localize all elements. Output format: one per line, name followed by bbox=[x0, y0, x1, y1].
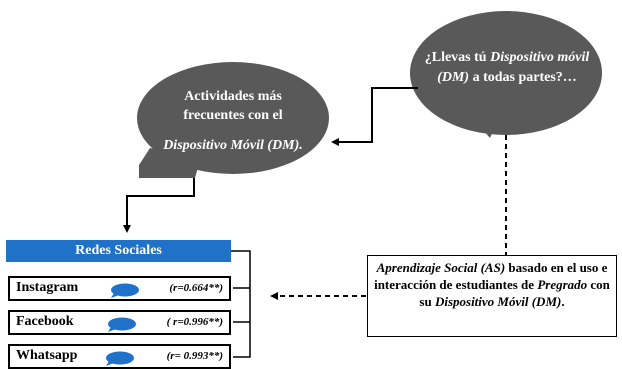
list-item-whatsapp: Whatsapp (r= 0.993**) bbox=[8, 344, 231, 369]
as-box-seg6: . bbox=[561, 294, 565, 309]
left-bubble-line1: Actividades más bbox=[184, 89, 282, 104]
list-item-instagram: Instagram (r=0.664**) bbox=[8, 276, 231, 301]
as-box-seg3: Pregrado bbox=[537, 277, 588, 292]
item-correlation: ( r=0.996**) bbox=[166, 316, 223, 328]
connector-right-to-left-bubble bbox=[331, 87, 418, 146]
chat-bubble-icon bbox=[111, 283, 139, 298]
left-speech-bubble bbox=[137, 62, 329, 178]
item-name: Instagram bbox=[16, 280, 79, 295]
left-bubble-line2: frecuentes con el bbox=[183, 108, 283, 123]
as-box-seg1: Aprendizaje Social (AS) bbox=[376, 260, 506, 275]
as-box-seg5: Dispositivo Móvil (DM) bbox=[434, 294, 562, 309]
right-speech-bubble bbox=[410, 11, 602, 138]
as-box-seg2: basado en el uso e interacción de estudi… bbox=[374, 260, 608, 292]
as-box-seg4: con su bbox=[419, 277, 610, 309]
item-correlation: (r= 0.993**) bbox=[166, 350, 223, 362]
item-correlation: (r=0.664**) bbox=[169, 282, 223, 294]
item-name: Whatsapp bbox=[16, 348, 78, 363]
connector-bubble-to-list bbox=[123, 178, 195, 233]
chat-bubble-icon bbox=[106, 351, 134, 366]
left-bubble-text: Actividades más frecuentes con el Dispos… bbox=[138, 87, 328, 155]
left-bubble-line3: Dispositivo Móvil (DM). bbox=[163, 138, 303, 153]
social-learning-box: Aprendizaje Social (AS) basado en el uso… bbox=[367, 255, 617, 337]
right-bubble-part3: a todas partes?… bbox=[469, 70, 577, 85]
right-bubble-part2: Dispositivo móvil (DM) bbox=[437, 50, 590, 85]
list-bracket bbox=[231, 250, 251, 358]
chat-bubble-icon bbox=[108, 317, 136, 332]
social-networks-header: Redes Sociales bbox=[6, 240, 231, 262]
right-bubble-text: ¿Llevas tú Dispositivo móvil (DM) a toda… bbox=[412, 48, 602, 88]
right-bubble-part1: ¿Llevas tú bbox=[424, 50, 491, 65]
item-name: Facebook bbox=[16, 314, 74, 329]
list-item-facebook: Facebook ( r=0.996**) bbox=[8, 310, 231, 335]
